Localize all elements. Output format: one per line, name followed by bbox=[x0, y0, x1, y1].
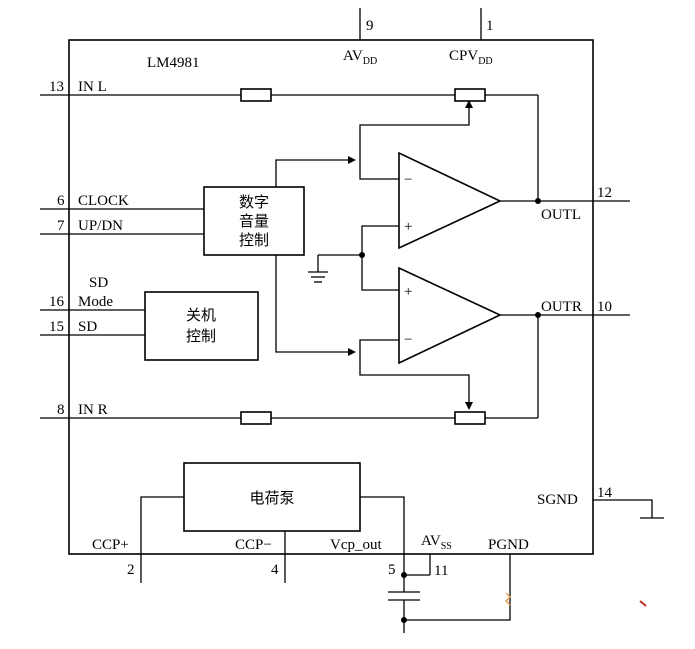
pin-10-number: 10 bbox=[597, 299, 612, 315]
pin-10-label: OUTR bbox=[541, 299, 582, 315]
pin-2-label: CCP+ bbox=[92, 537, 129, 553]
pin-12-label: OUTL bbox=[541, 207, 581, 223]
amp-left-minus: − bbox=[404, 172, 412, 188]
pin-16-number: 16 bbox=[49, 294, 65, 310]
volume-label-1: 数字 bbox=[239, 193, 269, 211]
inr-resistor bbox=[240, 411, 272, 425]
pin-14-number: 14 bbox=[597, 485, 613, 501]
volume-out-upper-arrow bbox=[348, 156, 356, 164]
amp-left-plus-wire bbox=[361, 225, 399, 291]
volume-label-3: 控制 bbox=[239, 231, 269, 249]
volume-control-block bbox=[203, 186, 305, 256]
scan-mark-red bbox=[639, 600, 647, 607]
volume-out-lower-arrow bbox=[348, 348, 356, 356]
volume-out-lower bbox=[275, 255, 349, 353]
inr-wiper-wire bbox=[359, 352, 470, 404]
amp-left-minus-wire bbox=[359, 150, 399, 180]
pin-6-label: CLOCK bbox=[78, 193, 129, 209]
shutdown-control-block bbox=[144, 291, 259, 361]
shutdown-label-1: 关机 bbox=[186, 306, 216, 324]
pin-1-number: 1 bbox=[486, 18, 494, 34]
sgnd-wire bbox=[593, 499, 653, 518]
amp-right-minus-wire bbox=[359, 339, 399, 352]
cap-top-node bbox=[401, 572, 407, 578]
amp-right-minus: − bbox=[404, 332, 412, 348]
pin-16-label: Mode bbox=[78, 294, 113, 310]
inr-potentiometer bbox=[454, 411, 486, 425]
pin-4-label: CCP− bbox=[235, 537, 272, 553]
chip-outline bbox=[68, 39, 594, 555]
bias-node bbox=[359, 252, 365, 258]
pin-13-number: 13 bbox=[49, 79, 64, 95]
pin-4-number: 4 bbox=[271, 562, 279, 578]
pin-15-number: 15 bbox=[49, 319, 64, 335]
pin-12-number: 12 bbox=[597, 185, 612, 201]
inl-wiper-arrow bbox=[465, 100, 473, 108]
pin-15-label: SD bbox=[78, 319, 97, 335]
pgnd-wire bbox=[404, 554, 511, 621]
pin-5-label: Vcp_out bbox=[330, 537, 382, 553]
scan-mark-orange bbox=[504, 592, 512, 606]
pin-14-label: SGND bbox=[537, 492, 578, 508]
pin-8-label: IN R bbox=[78, 402, 108, 418]
amp-left bbox=[398, 151, 502, 250]
pin-2-number: 2 bbox=[127, 562, 135, 578]
inl-potentiometer bbox=[454, 88, 486, 102]
inl-wiper-wire bbox=[359, 107, 470, 150]
pin-7-label: UP/DN bbox=[78, 218, 123, 234]
pin-9-number: 9 bbox=[366, 18, 374, 34]
vcp-out-wire bbox=[360, 496, 405, 583]
charge-pump-label: 电荷泵 bbox=[249, 489, 294, 507]
pin-1-label: CPVDD bbox=[449, 48, 493, 67]
shutdown-label-2: 控制 bbox=[186, 327, 216, 345]
volume-label-2: 音量 bbox=[239, 212, 269, 230]
cap-bottom-node bbox=[401, 617, 407, 623]
inl-resistor bbox=[240, 88, 272, 102]
amp-right bbox=[398, 266, 502, 365]
pin-5-number: 5 bbox=[388, 562, 396, 578]
pin-11-number: 11 bbox=[434, 563, 448, 579]
inr-wiper-arrow bbox=[465, 402, 473, 410]
pin-16-label-top: SD bbox=[89, 275, 108, 291]
amp-left-plus: + bbox=[404, 219, 412, 235]
pgnd-label: PGND bbox=[488, 537, 529, 553]
volume-out-upper bbox=[275, 159, 349, 187]
ccp-plus-wire bbox=[140, 496, 184, 583]
outl-node bbox=[535, 198, 541, 204]
pin-7-number: 7 bbox=[57, 218, 65, 234]
pin-8-number: 8 bbox=[57, 402, 65, 418]
chip-name: LM4981 bbox=[147, 55, 200, 71]
pin-6-number: 6 bbox=[57, 193, 65, 209]
amp-right-plus: + bbox=[404, 284, 412, 300]
pin-9-label: AVDD bbox=[343, 48, 377, 67]
pin-13-label: IN L bbox=[78, 79, 107, 95]
pin-11-label: AVSS bbox=[421, 533, 452, 552]
